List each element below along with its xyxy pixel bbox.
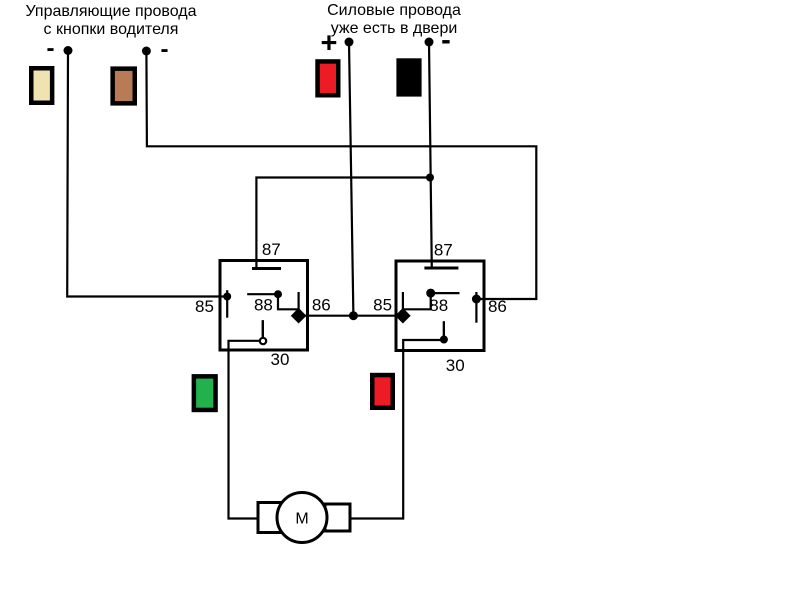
swatch-motor-wire-2 (370, 372, 395, 410)
relay1-pin88-dot (274, 290, 282, 299)
dot-junction-plus (348, 311, 358, 321)
relay-2: 87 85 88 86 30 (373, 241, 507, 376)
wire-power-minus (427, 41, 433, 269)
power-plus-sign: + (321, 28, 338, 60)
wire-87-branch (255, 176, 430, 269)
dot-power-minus (424, 37, 434, 47)
relay1-pin85-dot (223, 292, 232, 301)
swatch-control-wire-1 (29, 66, 55, 105)
motor-label: М (295, 511, 308, 528)
swatch-control-wire-2 (110, 66, 138, 106)
power-title-line1: Силовые провода (327, 2, 461, 19)
swatch-power-wire-plus (315, 59, 341, 98)
wire-control-2 (145, 50, 538, 301)
relay2-pin86-dot (471, 294, 481, 304)
control-title-line1: Управляющие провода (25, 3, 196, 20)
dot-power-plus (344, 37, 354, 47)
dot-control-1 (63, 46, 73, 55)
relay2-pin30-label: 30 (446, 356, 465, 375)
control-left-minus-sign: - (47, 35, 55, 62)
motor-body (275, 491, 329, 544)
dot-control-2 (141, 46, 151, 56)
motor: М (256, 491, 352, 544)
relay2-pin85-label: 85 (373, 296, 392, 315)
relay2-pin30-pivot (439, 335, 448, 344)
motor-terminal-right (323, 502, 352, 533)
relay2-pin88-dot (426, 288, 436, 298)
swatch-motor-wire-1 (191, 374, 218, 413)
relay-1: 87 85 88 86 30 (195, 240, 331, 369)
swatch-power-wire-minus (396, 58, 422, 97)
relay1-pin87-label: 87 (262, 240, 281, 259)
wire-control-1 (66, 50, 228, 298)
relay1-pin86-label: 86 (312, 296, 331, 315)
relay2-pin88-label: 88 (429, 296, 448, 315)
relay1-pin30-pivot (258, 336, 268, 346)
wire-power-plus (347, 41, 355, 316)
power-title-line2: уже есть в двери (331, 20, 458, 37)
relay1-pin88-label: 88 (254, 296, 273, 315)
control-right-minus-sign: - (161, 36, 169, 63)
relay2-box (394, 259, 486, 352)
dot-junction-87 (426, 173, 434, 182)
relay2-pin88-arm (402, 292, 460, 311)
relay1-pin85-label: 85 (195, 297, 214, 316)
power-minus-sign: - (441, 25, 451, 57)
relay1-pin88-arm (247, 293, 299, 311)
relay1-box (218, 259, 309, 352)
relay2-pin86-label: 86 (488, 297, 507, 316)
relay1-pin30-label: 30 (271, 350, 290, 369)
relay2-pin87-label: 87 (434, 241, 453, 260)
control-title-line2: с кнопки водителя (44, 21, 179, 38)
